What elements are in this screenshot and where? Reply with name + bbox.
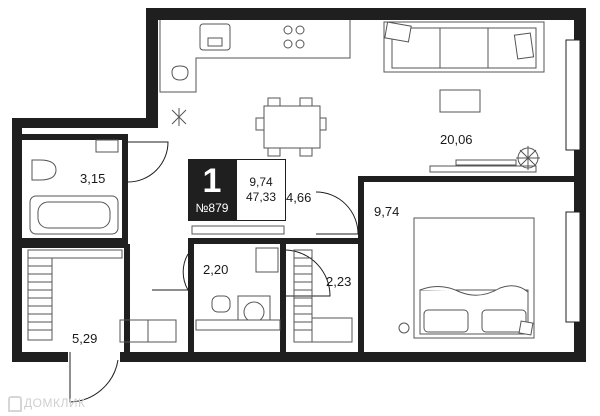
watermark-icon bbox=[8, 396, 22, 412]
hallway-area: 4,66 bbox=[286, 190, 311, 205]
hall-bench bbox=[191, 225, 285, 235]
sofa bbox=[383, 21, 545, 73]
interior-walls bbox=[20, 134, 576, 352]
bedroom-area: 9,74 bbox=[374, 204, 399, 219]
wardrobe-area: 2,23 bbox=[326, 274, 351, 289]
toilet-fixtures bbox=[195, 247, 281, 331]
storage-shelves bbox=[27, 249, 177, 343]
toilet-area: 2,20 bbox=[203, 262, 228, 277]
bathroom-fixtures bbox=[29, 139, 119, 235]
kitchen-counter bbox=[159, 20, 351, 126]
total-area: 47,33 bbox=[245, 190, 277, 204]
bed bbox=[398, 217, 535, 339]
living-area: 9,74 bbox=[249, 175, 273, 189]
living-kitchen-area: 20,06 bbox=[440, 132, 473, 147]
plant bbox=[516, 146, 540, 170]
watermark: ДОМКЛИК bbox=[24, 396, 86, 410]
apartment-number: №879 bbox=[195, 201, 229, 215]
tv-stand bbox=[429, 89, 537, 173]
dining-table bbox=[255, 97, 327, 157]
apartment-areas: 9,74 47,33 bbox=[236, 159, 286, 221]
bathroom-area: 3,15 bbox=[80, 171, 105, 186]
doors bbox=[69, 141, 359, 403]
room-count: 1 bbox=[202, 162, 222, 200]
wardrobe-shelves bbox=[293, 249, 353, 343]
windows bbox=[565, 39, 581, 323]
storage-area: 5,29 bbox=[72, 331, 97, 346]
apartment-badge: 1 №879 bbox=[188, 159, 236, 221]
